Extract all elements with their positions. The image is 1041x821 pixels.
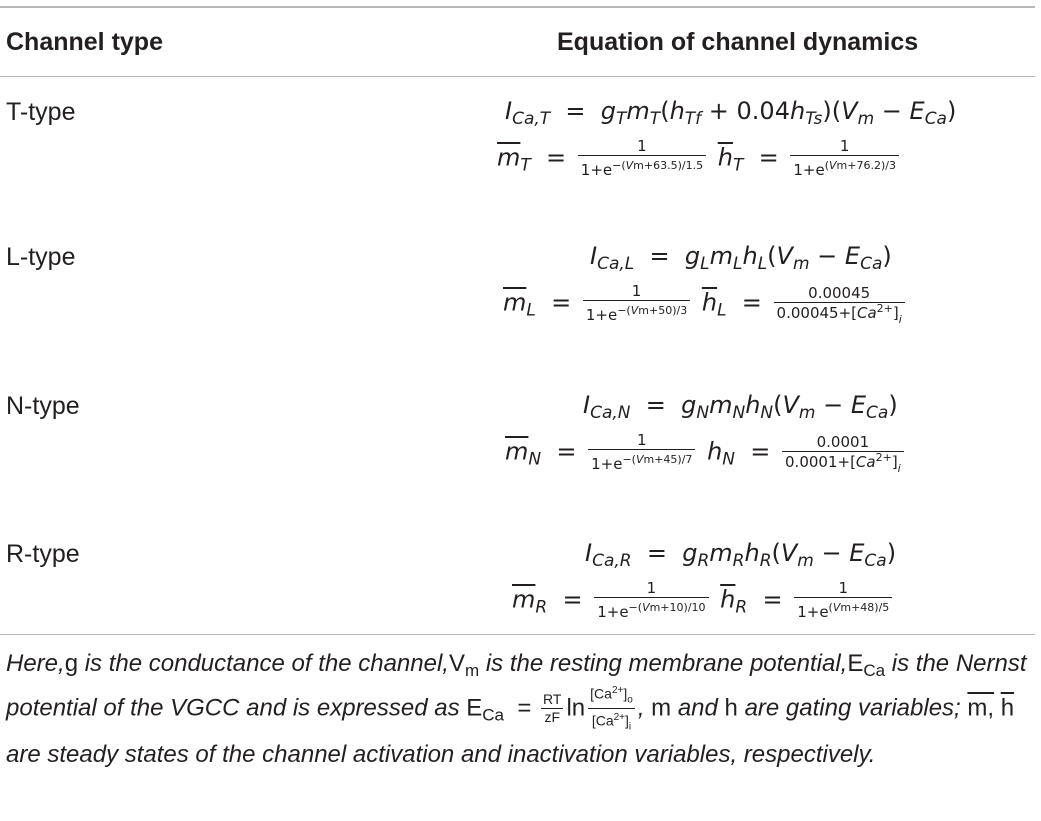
header-rule	[0, 76, 1035, 77]
row-type-l: L-type	[6, 243, 76, 271]
row-type-t: T-type	[6, 98, 76, 126]
header-channel-type: Channel type	[6, 28, 163, 56]
row-type-r: R-type	[6, 540, 80, 568]
eq-n-current: ICa,N = gNmNhN(Vm − ECa)	[583, 391, 898, 423]
eq-r-current: ICa,R = gRmRhR(Vm − ECa)	[585, 539, 897, 571]
table-footnote: Here,g is the conductance of the channel…	[6, 650, 1027, 768]
row-type-n: N-type	[6, 392, 80, 420]
top-rule	[0, 6, 1035, 8]
header-equation: Equation of channel dynamics	[557, 28, 919, 56]
bottom-rule	[0, 634, 1035, 635]
eq-l-current: ICa,L = gLmLhL(Vm − ECa)	[590, 242, 892, 274]
eq-t-current: ICa,T = gTmT(hTf + 0.04hTs)(Vm − ECa)	[505, 97, 957, 129]
